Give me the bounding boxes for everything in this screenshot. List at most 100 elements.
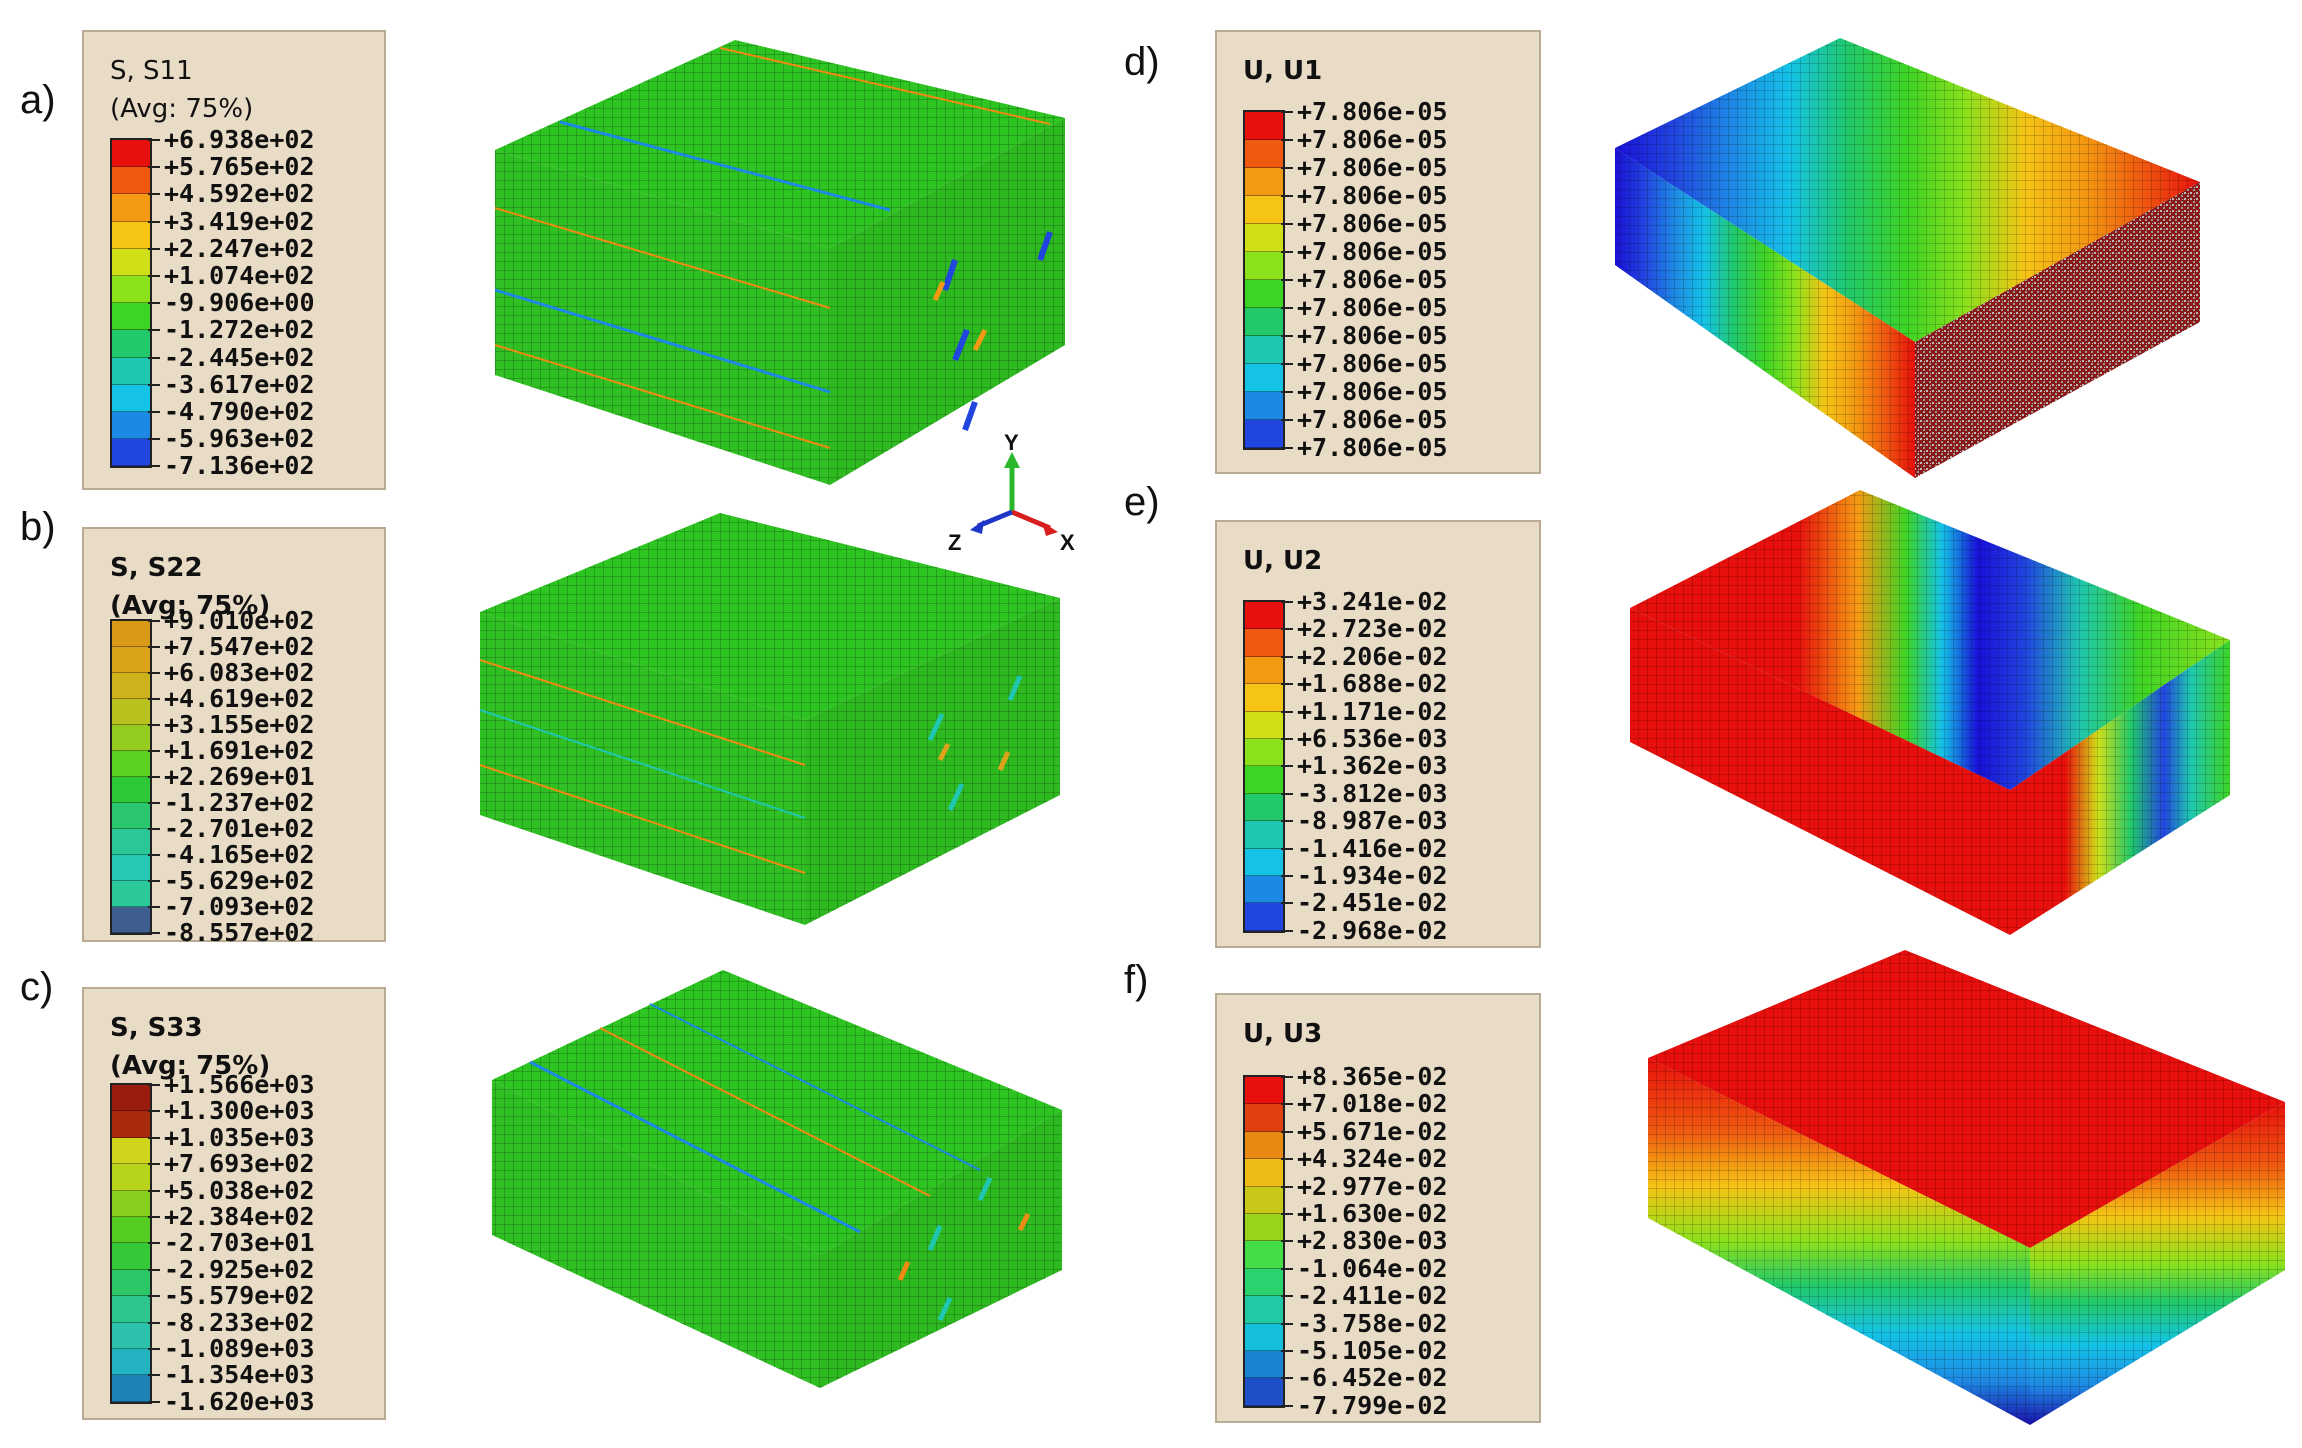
legend-tick <box>1281 307 1293 309</box>
color-band <box>112 1085 150 1112</box>
axis-y-label: Y <box>1004 430 1019 455</box>
legend-tick <box>148 1110 160 1113</box>
color-band <box>112 194 150 222</box>
color-band <box>1245 1296 1283 1324</box>
legend-tick <box>1281 167 1293 169</box>
color-band <box>112 140 150 168</box>
legend-tick <box>1281 139 1293 141</box>
legend-value: -7.093e+02 <box>164 892 315 921</box>
panel-label-f: f) <box>1124 958 1149 1002</box>
legend-value: +7.806e-05 <box>1297 125 1448 154</box>
color-band <box>112 751 150 777</box>
legend-value: +3.155e+02 <box>164 710 315 739</box>
legend-tick <box>1281 628 1293 631</box>
legend-tick <box>1281 363 1293 365</box>
color-band <box>112 647 150 673</box>
legend-tick <box>148 854 160 856</box>
legend-tick <box>1281 1213 1293 1215</box>
legend-tick <box>148 465 160 468</box>
legend-value: +2.977e-02 <box>1297 1171 1448 1201</box>
legend-u2: U, U2+3.241e-02+2.723e-02+2.206e-02+1.68… <box>1215 520 1541 948</box>
color-band <box>112 221 150 249</box>
color-band <box>1245 629 1283 657</box>
legend-value: -5.105e-02 <box>1297 1336 1448 1365</box>
legend-value: -1.237e+02 <box>164 788 315 817</box>
color-band <box>1245 336 1283 364</box>
legend-tick <box>1281 875 1293 877</box>
color-band <box>1245 821 1283 849</box>
legend-tick <box>148 166 160 169</box>
color-band <box>112 1269 150 1297</box>
legend-value: +7.806e-05 <box>1297 97 1448 126</box>
panel-label-d: d) <box>1124 40 1160 84</box>
legend-value: -4.165e+02 <box>164 840 315 869</box>
color-band <box>1245 656 1283 685</box>
legend-value: +7.806e-05 <box>1297 377 1448 406</box>
legend-value: -2.451e-02 <box>1297 888 1448 918</box>
color-band <box>112 855 150 881</box>
legend-value: +7.806e-05 <box>1297 153 1448 182</box>
legend-tick <box>148 356 160 359</box>
legend-value: +4.619e+02 <box>164 684 315 713</box>
color-band <box>1245 1077 1283 1105</box>
legend-value: +9.010e+02 <box>164 606 315 635</box>
legend-value: +8.365e-02 <box>1297 1062 1448 1091</box>
panel-label-c: c) <box>20 965 54 1009</box>
legend-tick <box>1281 335 1293 337</box>
color-band <box>112 699 150 725</box>
legend-value: -2.925e+02 <box>164 1254 315 1284</box>
color-band <box>1245 1131 1283 1160</box>
legend-tick <box>148 1189 160 1192</box>
legend-value: -9.906e+00 <box>164 288 315 318</box>
legend-tick <box>1281 1130 1293 1133</box>
legend-s11: S, S11(Avg: 75%)+6.938e+02+5.765e+02+4.5… <box>82 30 386 490</box>
color-band <box>1245 224 1283 252</box>
legend-tick <box>148 1295 160 1298</box>
legend-value: +7.806e-05 <box>1297 209 1448 238</box>
color-band <box>112 1375 150 1402</box>
legend-tick <box>148 1374 160 1377</box>
legend-value: +2.723e-02 <box>1297 614 1448 644</box>
legend-tick <box>148 1084 160 1086</box>
legend-u1: U, U1+7.806e-05+7.806e-05+7.806e-05+7.80… <box>1215 30 1541 474</box>
legend-tick <box>148 1321 160 1324</box>
legend-tick <box>148 724 160 726</box>
legend-title: U, U3 <box>1243 1019 1323 1049</box>
legend-value: +1.300e+03 <box>164 1096 315 1126</box>
color-band <box>112 1348 150 1376</box>
color-band <box>1245 112 1283 140</box>
legend-value: +7.806e-05 <box>1297 433 1448 462</box>
color-band <box>112 357 150 385</box>
color-band <box>1245 1159 1283 1187</box>
legend-value: -2.411e-02 <box>1297 1281 1448 1311</box>
legend-value: +5.765e+02 <box>164 152 315 182</box>
legend-tick <box>148 1348 160 1350</box>
color-band <box>112 1190 150 1217</box>
color-band <box>112 1296 150 1323</box>
color-band <box>1245 252 1283 280</box>
color-band <box>1245 1104 1283 1132</box>
color-band <box>112 1164 150 1191</box>
legend-tick <box>1281 929 1293 932</box>
color-band <box>112 907 150 933</box>
panel-label-a: a) <box>20 78 56 122</box>
legend-value: -1.272e+02 <box>164 315 315 345</box>
legend-tick <box>148 411 160 413</box>
legend-value: +1.688e-02 <box>1297 669 1448 699</box>
color-band <box>1245 196 1283 224</box>
legend-value: +7.018e-02 <box>1297 1089 1448 1119</box>
legend-value: -1.416e-02 <box>1297 833 1448 863</box>
legend-value: -3.758e-02 <box>1297 1308 1448 1338</box>
legend-value: +2.269e+01 <box>164 762 315 791</box>
legend-value: +5.671e-02 <box>1297 1116 1448 1146</box>
legend-value: +7.806e-05 <box>1297 293 1448 322</box>
legend-tick <box>148 220 160 223</box>
legend-tick <box>1281 601 1293 603</box>
legend-value: -7.136e+02 <box>164 451 315 481</box>
color-band <box>1245 140 1283 168</box>
legend-tick <box>1281 419 1293 421</box>
axis-z-label: Z <box>948 530 961 555</box>
legend-value: -7.799e-02 <box>1297 1390 1448 1420</box>
legend-title: S, S11 <box>110 56 193 86</box>
color-band <box>1245 711 1283 739</box>
